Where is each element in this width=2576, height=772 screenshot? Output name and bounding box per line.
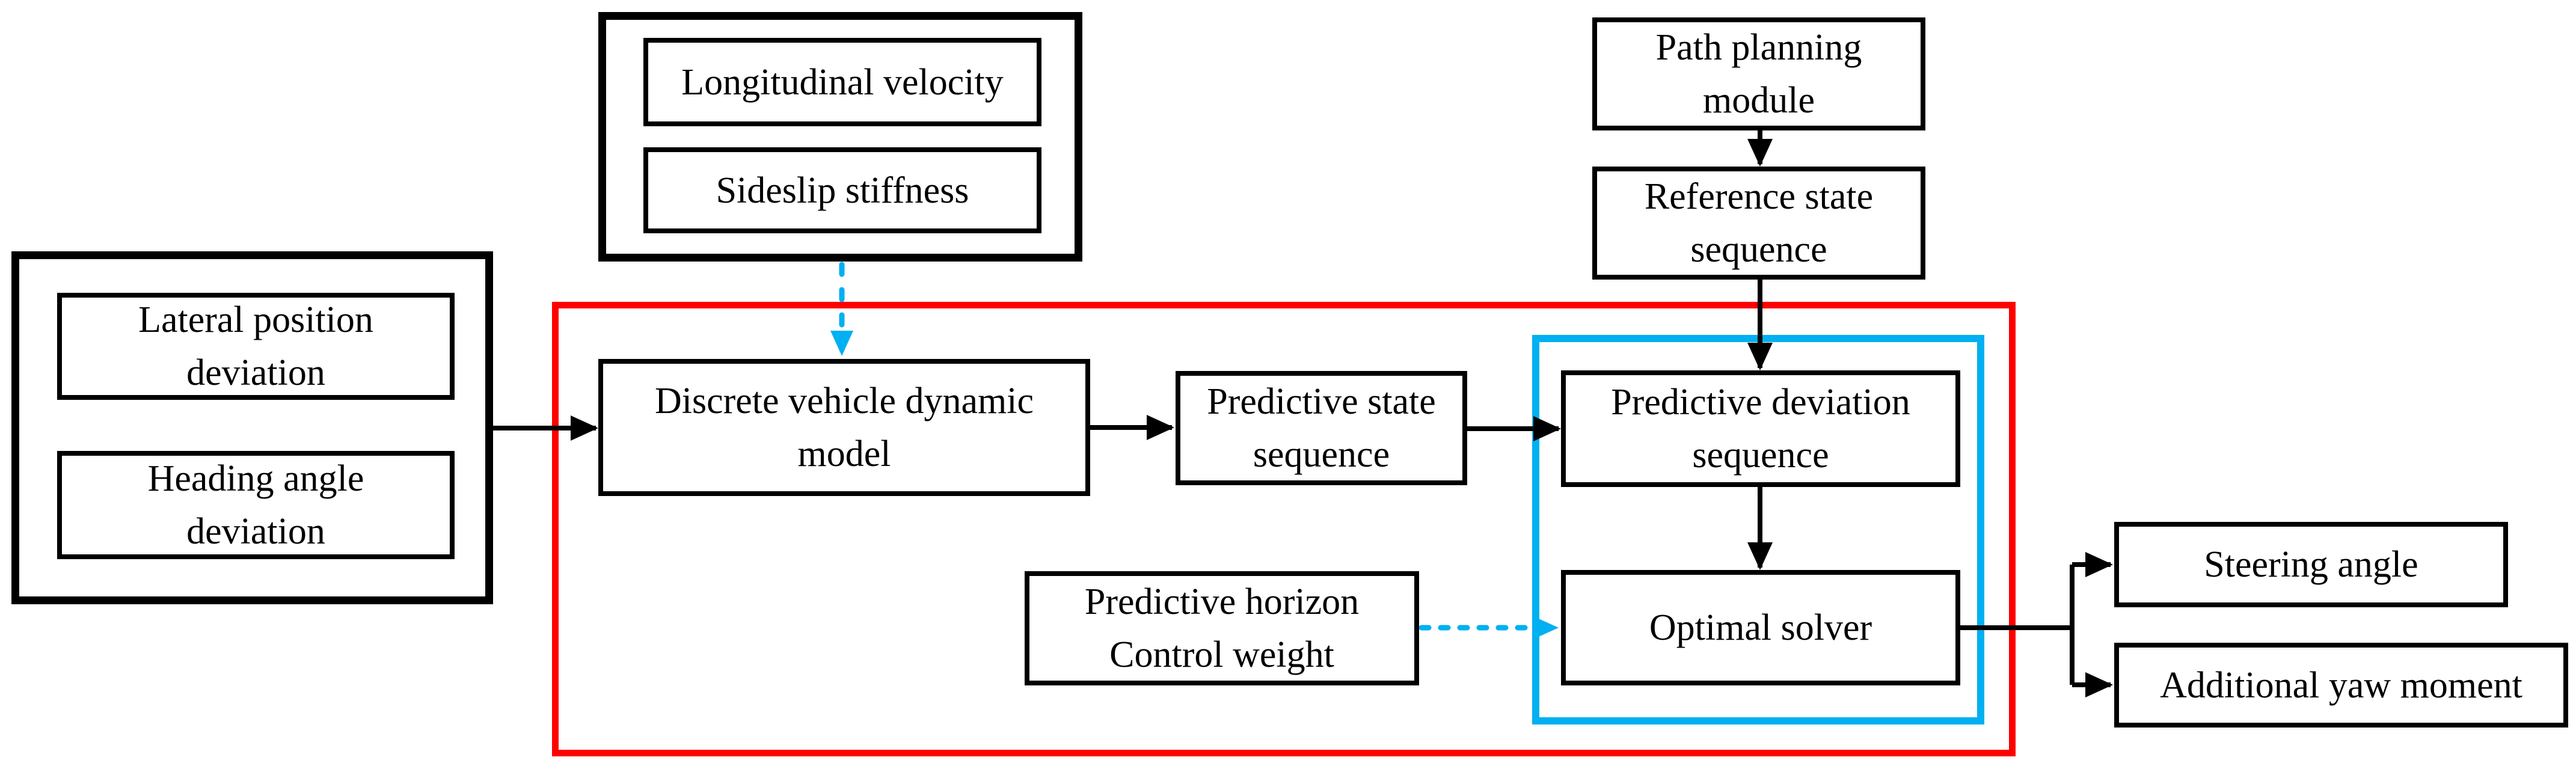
line-solver-output-branch <box>1959 565 2075 685</box>
box-label: Discrete vehicle dynamic <box>654 381 1034 421</box>
box-label: Steering angle <box>2204 544 2418 585</box>
box-label: Reference state <box>1644 176 1874 217</box>
box-label: Path planning <box>1655 27 1862 68</box>
box-lateral-position-deviation: Lateral position deviation <box>57 293 455 400</box>
box-path-planning-module: Path planning module <box>1592 17 1925 130</box>
box-label: Predictive state <box>1207 381 1436 422</box>
box-reference-state-sequence: Reference state sequence <box>1592 167 1925 280</box>
box-label: deviation <box>186 511 325 552</box>
box-label: model <box>797 433 891 474</box>
box-label: Longitudinal velocity <box>681 61 1004 103</box>
box-label: sequence <box>1253 434 1390 475</box>
box-steering-angle: Steering angle <box>2114 522 2508 607</box>
box-label: Lateral position <box>138 299 373 340</box>
box-label: deviation <box>186 352 325 393</box>
box-discrete-vehicle-dynamic-model: Discrete vehicle dynamic model <box>598 359 1090 496</box>
box-predictive-horizon-control-weight: Predictive horizon Control weight <box>1025 571 1419 685</box>
box-additional-yaw-moment: Additional yaw moment <box>2114 643 2568 728</box>
box-label: Predictive deviation <box>1611 382 1910 423</box>
box-longitudinal-velocity: Longitudinal velocity <box>643 38 1041 126</box>
box-heading-angle-deviation: Heading angle deviation <box>57 451 455 559</box>
controller-red-frame <box>552 302 2016 756</box>
box-label: sequence <box>1692 435 1829 476</box>
box-label: sequence <box>1690 229 1827 270</box>
box-optimal-solver: Optimal solver <box>1561 570 1960 685</box>
box-sideslip-stiffness: Sideslip stiffness <box>643 147 1041 233</box>
box-label: Control weight <box>1109 634 1334 675</box>
box-label: module <box>1703 80 1815 121</box>
box-label: Heading angle <box>147 458 364 499</box>
box-label: Optimal solver <box>1649 607 1872 648</box>
box-label: Additional yaw moment <box>2160 664 2522 706</box>
box-predictive-state-sequence: Predictive state sequence <box>1176 371 1467 485</box>
box-predictive-deviation-sequence: Predictive deviation sequence <box>1561 370 1960 487</box>
box-label: Predictive horizon <box>1084 581 1360 622</box>
box-label: Sideslip stiffness <box>716 170 969 211</box>
